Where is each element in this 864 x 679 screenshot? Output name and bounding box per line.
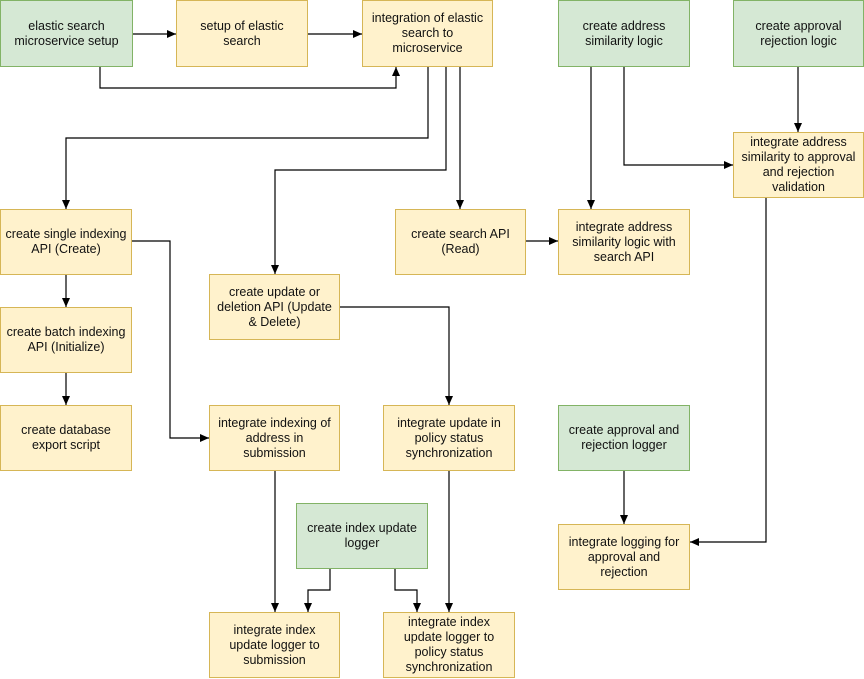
node-label: create approval and rejection logger <box>568 423 680 452</box>
node-create-approval-rejection-logger[interactable]: create approval and rejection logger <box>558 405 690 471</box>
arrow-integrate_addr_approval-to-integrate_logging_approval <box>690 198 767 546</box>
node-integrate-address-similarity-search[interactable]: integrate address similarity logic with … <box>558 209 690 275</box>
node-label: integrate indexing of address in submiss… <box>218 415 331 460</box>
node-create-search-api[interactable]: create search API (Read) <box>395 209 526 275</box>
node-create-batch-indexing-api[interactable]: create batch indexing API (Initialize) <box>0 307 132 373</box>
node-integrate-address-similarity-approval[interactable]: integrate address similarity to approval… <box>733 132 864 198</box>
node-create-approval-rejection-logic[interactable]: create approval rejection logic <box>733 0 864 67</box>
arrow-index_update_logger-to-logger_policy <box>394 569 421 612</box>
node-integrate-logger-policy[interactable]: integrate index update logger to policy … <box>383 612 515 678</box>
node-create-update-deletion-api[interactable]: create update or deletion API (Update & … <box>209 274 340 340</box>
arrow-integration_es-to-update_delete_api <box>271 67 447 274</box>
arrow-addr_similarity-to-integrate_addr_approval <box>623 67 733 169</box>
node-label: setup of elastic search <box>200 18 284 48</box>
node-label: create address similarity logic <box>582 18 666 48</box>
node-create-single-indexing-api[interactable]: create single indexing API (Create) <box>0 209 132 275</box>
node-label: create batch indexing API (Initialize) <box>6 325 126 354</box>
node-label: integrate index update logger to policy … <box>403 615 495 674</box>
node-label: integrate logging for approval and rejec… <box>568 534 680 579</box>
node-label: create search API (Read) <box>411 227 510 256</box>
node-label: integrate index update logger to submiss… <box>229 622 320 667</box>
node-create-database-export-script[interactable]: create database export script <box>0 405 132 471</box>
node-integrate-logging-approval[interactable]: integrate logging for approval and rejec… <box>558 524 690 590</box>
node-create-index-update-logger[interactable]: create index update logger <box>296 503 428 569</box>
node-label: create update or deletion API (Update & … <box>217 284 332 329</box>
node-label: integration of elastic search to microse… <box>371 11 484 55</box>
node-setup-of-elastic-search[interactable]: setup of elastic search <box>176 0 308 67</box>
node-integration-of-elastic-search[interactable]: integration of elastic search to microse… <box>362 0 493 67</box>
node-integrate-update-policy-status[interactable]: integrate update in policy status synchr… <box>383 405 515 471</box>
node-integrate-indexing-submission[interactable]: integrate indexing of address in submiss… <box>209 405 340 471</box>
node-label: create index update logger <box>307 521 417 550</box>
node-elastic-search-microservice-setup[interactable]: elastic search microservice setup <box>0 0 133 67</box>
node-label: create approval rejection logic <box>755 18 842 48</box>
node-label: elastic search microservice setup <box>14 18 119 48</box>
node-integrate-logger-submission[interactable]: integrate index update logger to submiss… <box>209 612 340 678</box>
node-label: create database export script <box>21 423 111 452</box>
arrow-es_ms_setup-to-integration_es <box>99 67 400 89</box>
arrow-single_index_api-to-integrate_index_submission <box>132 240 209 442</box>
node-label: integrate address similarity to approval… <box>741 135 856 194</box>
node-label: create single indexing API (Create) <box>5 227 127 256</box>
node-create-address-similarity-logic[interactable]: create address similarity logic <box>558 0 690 67</box>
arrow-index_update_logger-to-logger_submission <box>304 569 331 612</box>
node-label: integrate update in policy status synchr… <box>397 415 501 460</box>
node-label: integrate address similarity logic with … <box>572 219 676 264</box>
arrow-update_delete_api-to-integrate_update_policy <box>340 306 453 405</box>
arrow-integration_es-to-single_index_api <box>62 67 429 209</box>
